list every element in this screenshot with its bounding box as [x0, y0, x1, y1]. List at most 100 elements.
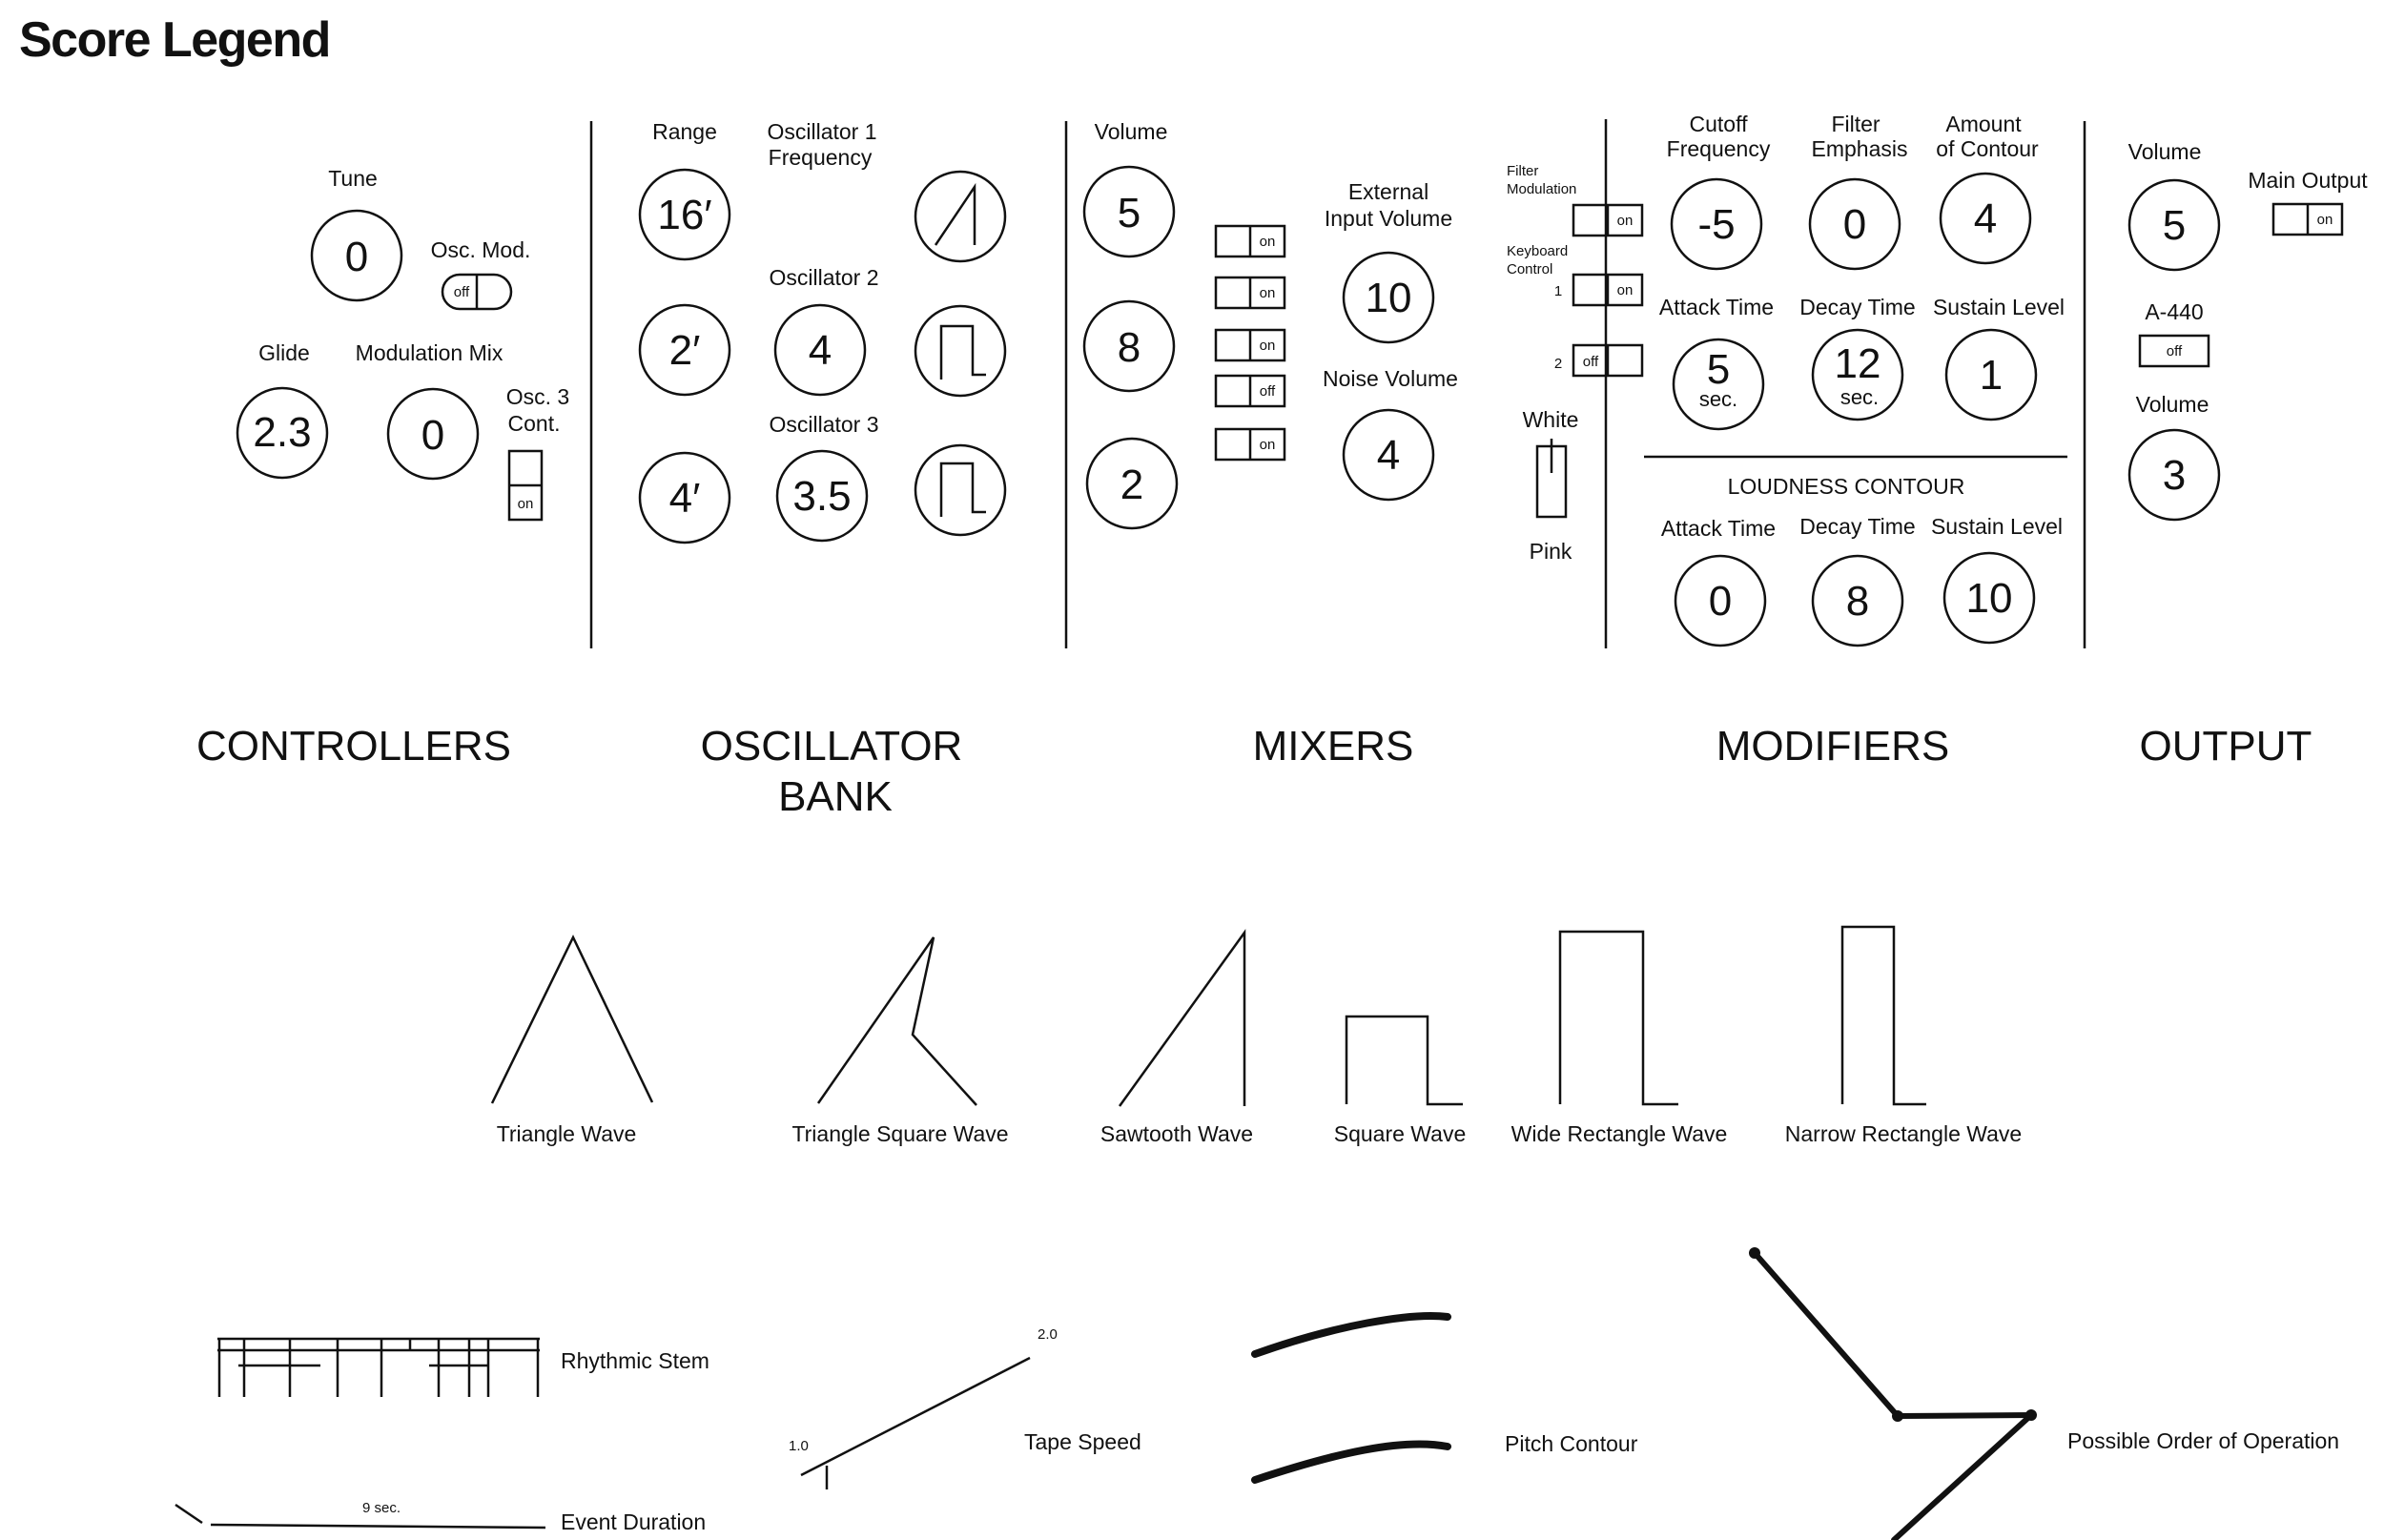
pitch-contour-upper: [1251, 1312, 1451, 1358]
mixer-volume-knob-1[interactable]: [1082, 165, 1176, 258]
event-duration-line: [210, 1523, 546, 1530]
glide-knob[interactable]: [236, 386, 329, 480]
loudness-decay-label: Decay Time: [1799, 514, 1915, 539]
mixer-switch-3-state: on: [1260, 338, 1276, 354]
white-noise-label: White: [1523, 407, 1579, 432]
osc-mod-state: off: [454, 284, 470, 300]
output-volume2-label: Volume: [2136, 392, 2209, 417]
noise-volume-value: 4: [1377, 432, 1400, 479]
range-knob-3[interactable]: [638, 451, 731, 544]
loudness-sustain-knob[interactable]: [1942, 551, 2036, 645]
osc3-waveform-knob[interactable]: [914, 443, 1007, 537]
modifiers-group: Filter Modulation on Keyboard Control 1 …: [1507, 112, 2067, 770]
osc1-label-2: Frequency: [769, 145, 873, 170]
section-oscillator-bank-2: BANK: [778, 773, 893, 820]
triangle-square-wave-icon: [816, 936, 977, 1106]
filter-mod-switch[interactable]: on: [1572, 203, 1644, 237]
output-volume-knob[interactable]: [2127, 178, 2221, 272]
cutoff-knob[interactable]: [1670, 177, 1763, 271]
loudness-attack-knob[interactable]: [1674, 554, 1767, 647]
range-value-2: 2′: [669, 327, 701, 374]
a440-switch[interactable]: off: [2138, 334, 2210, 368]
pitch-contour-lower: [1251, 1440, 1451, 1484]
pitch-contour-label: Pitch Contour: [1505, 1431, 1638, 1456]
range-knob-1[interactable]: [638, 168, 731, 261]
contour-amount-value: 4: [1974, 195, 1997, 242]
emphasis-knob[interactable]: [1808, 177, 1901, 271]
filter-attack-knob[interactable]: [1672, 338, 1765, 431]
osc2-knob[interactable]: [773, 303, 867, 397]
event-duration-label: Event Duration: [561, 1509, 706, 1534]
mixer-volume-value-3: 2: [1120, 462, 1143, 508]
filter-decay-value: 12: [1835, 340, 1881, 387]
external-input-knob[interactable]: [1342, 251, 1435, 344]
keyboard-control-label-1: Keyboard: [1507, 243, 1568, 259]
pink-noise-label: Pink: [1530, 539, 1572, 564]
mixer-volume-knob-3[interactable]: [1085, 437, 1179, 530]
a440-state: off: [2167, 343, 2183, 359]
rhythmic-stem-icon: [217, 1337, 540, 1397]
mixer-switch-3[interactable]: on: [1214, 328, 1286, 362]
range-knob-2[interactable]: [638, 303, 731, 397]
loudness-decay-knob[interactable]: [1811, 554, 1904, 647]
osc2-waveform-knob[interactable]: [914, 304, 1007, 398]
output-group: Volume 5 Main Output on A-440 off Volume…: [2128, 139, 2369, 770]
contour-amount-label-2: of Contour: [1936, 136, 2039, 161]
contour-amount-knob[interactable]: [1939, 172, 2032, 265]
keyboard-control-1-number: 1: [1554, 283, 1562, 299]
narrow-rectangle-wave-label: Narrow Rectangle Wave: [1785, 1121, 2022, 1146]
a440-label: A-440: [2145, 299, 2203, 324]
output-volume-value: 5: [2163, 202, 2186, 249]
mixer-switch-4[interactable]: off: [1214, 374, 1286, 408]
wide-rectangle-wave-label: Wide Rectangle Wave: [1511, 1121, 1728, 1146]
external-input-value: 10: [1366, 275, 1412, 321]
filter-decay-knob[interactable]: [1811, 328, 1904, 421]
osc3-cont-label-2: Cont.: [508, 411, 561, 436]
mixer-volume-value-2: 8: [1118, 324, 1141, 371]
filter-decay-label: Decay Time: [1799, 295, 1915, 319]
output-volume2-knob[interactable]: [2127, 428, 2221, 522]
filter-sustain-knob[interactable]: [1944, 328, 2038, 421]
mixer-volume-knob-2[interactable]: [1082, 299, 1176, 393]
range-value-1: 16′: [657, 192, 711, 238]
osc3-value: 3.5: [792, 473, 851, 520]
filter-mod-label-1: Filter: [1507, 163, 1538, 179]
mixers-group: Volume 5 8 2 on on on off o: [1082, 119, 1458, 770]
osc3-label: Oscillator 3: [769, 412, 878, 437]
output-volume-label: Volume: [2128, 139, 2202, 164]
keyboard-control-2-switch[interactable]: off: [1572, 343, 1644, 378]
mixer-switch-1[interactable]: on: [1214, 224, 1286, 258]
controllers-group: Tune 0 Osc. Mod. off Glide 2.3 Modulatio…: [196, 166, 569, 770]
waveforms-group: Triangle Wave Triangle Square Wave Sawto…: [490, 925, 2022, 1146]
mixer-switch-2-state: on: [1260, 285, 1276, 301]
emphasis-label-2: Emphasis: [1812, 136, 1908, 161]
tune-value: 0: [345, 234, 368, 280]
mixer-switch-4-state: off: [1260, 383, 1276, 400]
osc-mod-label: Osc. Mod.: [431, 237, 531, 262]
cutoff-value: -5: [1697, 201, 1735, 248]
tape-speed-label: Tape Speed: [1024, 1429, 1141, 1454]
mixer-switch-2[interactable]: on: [1214, 276, 1286, 310]
section-dividers: [589, 119, 2086, 648]
external-input-label-1: External: [1348, 179, 1428, 204]
mixer-switch-5[interactable]: on: [1214, 427, 1286, 462]
output-volume2-value: 3: [2163, 452, 2186, 499]
noise-volume-knob[interactable]: [1342, 408, 1435, 502]
tape-speed-end: 2.0: [1038, 1326, 1058, 1343]
osc3-knob[interactable]: [775, 449, 869, 543]
section-oscillator-bank-1: OSCILLATOR: [701, 723, 963, 770]
main-output-switch[interactable]: on: [2271, 202, 2344, 236]
noise-color-switch[interactable]: [1535, 439, 1568, 519]
modulation-mix-knob[interactable]: [386, 387, 480, 481]
emphasis-value: 0: [1843, 201, 1866, 248]
osc1-waveform-knob[interactable]: [914, 170, 1007, 263]
loudness-sustain-label: Sustain Level: [1931, 514, 2063, 539]
tune-knob[interactable]: [310, 209, 403, 302]
mixer-volume-value-1: 5: [1118, 190, 1141, 236]
range-value-3: 4′: [669, 475, 701, 522]
loudness-contour-heading: LOUDNESS CONTOUR: [1728, 474, 1965, 499]
section-mixers: MIXERS: [1253, 723, 1414, 770]
keyboard-control-1-switch[interactable]: on: [1572, 273, 1644, 307]
cutoff-label-2: Frequency: [1667, 136, 1771, 161]
